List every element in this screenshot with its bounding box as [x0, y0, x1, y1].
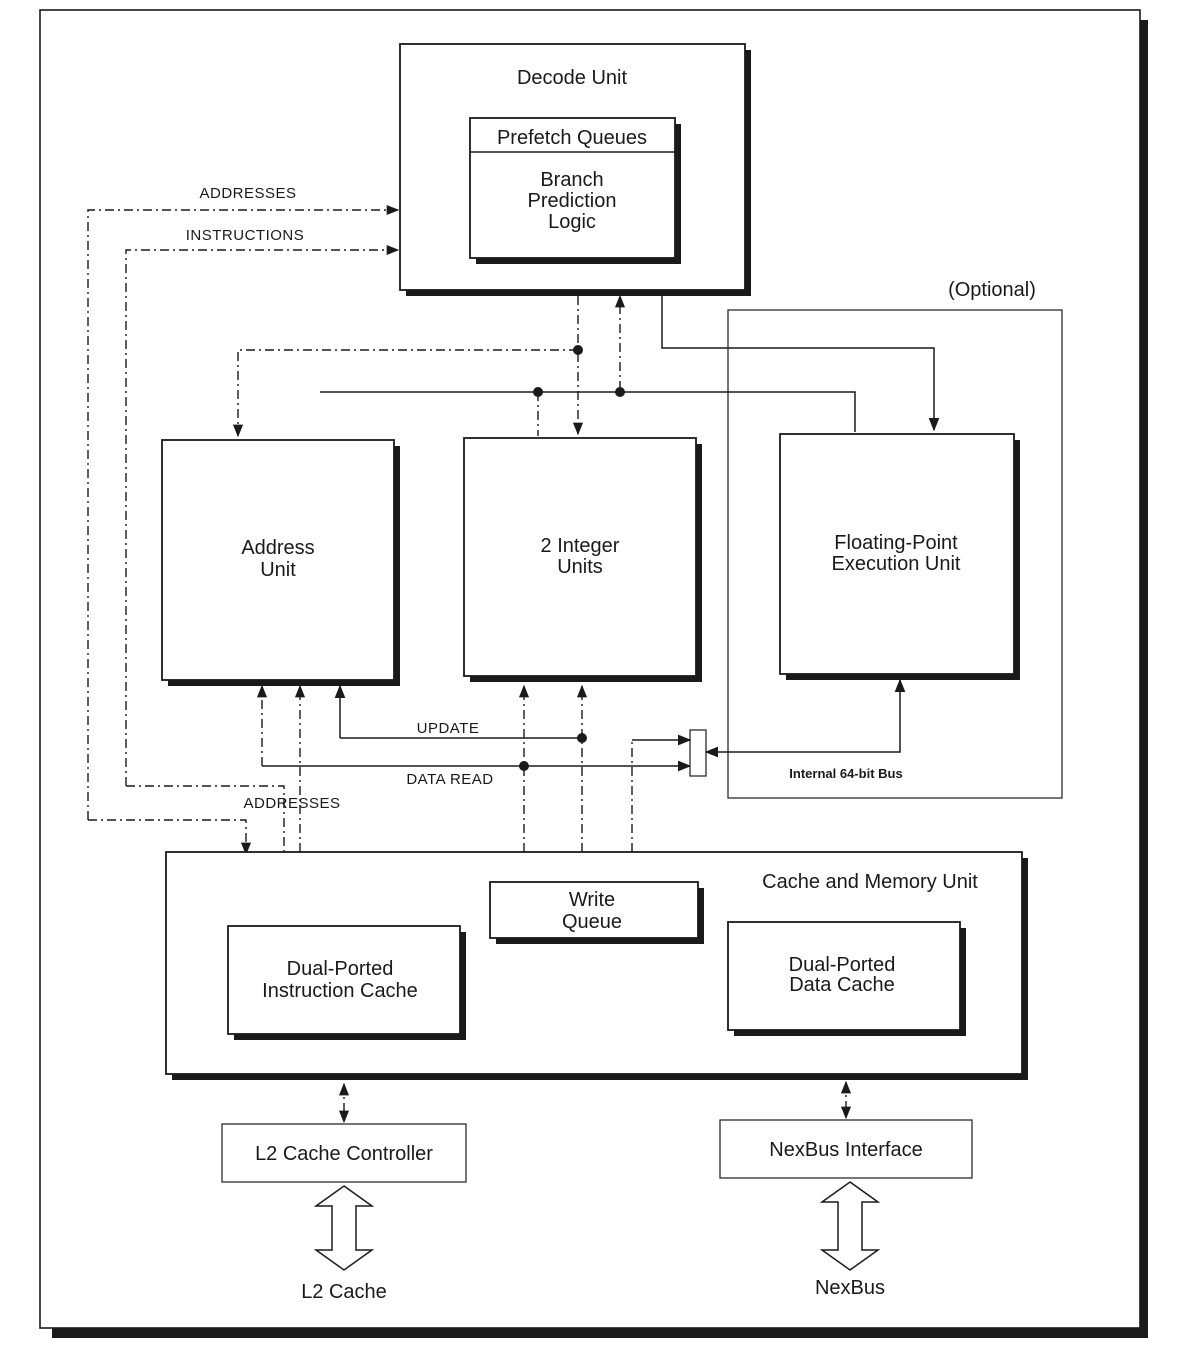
addresses-bus-top [87, 204, 400, 820]
branch-prediction-line1: Branch [540, 169, 603, 191]
write-queue-line2: Queue [562, 911, 622, 933]
internal-64bit-bus [704, 678, 906, 758]
instructions-bus-bottom [126, 785, 285, 854]
integer-units-box [463, 437, 697, 677]
instructions-label: INSTRUCTIONS [186, 227, 305, 244]
fpu-line1: Floating-Point [834, 532, 958, 554]
optional-label: (Optional) [948, 279, 1036, 301]
address-unit-line1: Address [241, 537, 314, 559]
data-cache-box [727, 921, 961, 1031]
l2-cache-label: L2 Cache [301, 1281, 387, 1303]
write-queue-box [489, 881, 699, 939]
address-unit-box [161, 439, 395, 681]
address-unit-line2: Unit [260, 559, 296, 581]
prefetch-queues-label: Prefetch Queues [497, 127, 647, 149]
fpu-line2: Execution Unit [832, 553, 961, 575]
cache-memory-title: Cache and Memory Unit [762, 871, 978, 893]
nexbus-interface-label: NexBus Interface [769, 1139, 922, 1161]
branch-prediction-box [469, 117, 676, 259]
internal-bus-label: Internal 64-bit Bus [789, 766, 902, 781]
l2-cache-controller-label: L2 Cache Controller [255, 1143, 433, 1165]
l2-cache-controller-box [221, 1123, 467, 1183]
nexbus-interface-box [719, 1119, 973, 1179]
addresses-bus-bottom [88, 819, 252, 856]
update-label: UPDATE [417, 720, 480, 737]
addresses-top-label: ADDRESSES [199, 185, 296, 202]
addresses-bottom-label: ADDRESSES [243, 795, 340, 812]
data-cache-line1: Dual-Ported [789, 954, 896, 976]
instructions-bus [125, 244, 400, 786]
nexbus-label: NexBus [815, 1277, 885, 1299]
l2-cache-wide-arrow [313, 1185, 375, 1271]
instruction-cache-line2: Instruction Cache [262, 980, 418, 1002]
integer-units-line2: Units [557, 556, 603, 578]
data-read-label: DATA READ [406, 771, 493, 788]
write-queue-line1: Write [569, 889, 615, 911]
result-bus [320, 391, 856, 432]
nexbus-wide-arrow [819, 1181, 881, 1271]
data-cache-line2: Data Cache [789, 974, 895, 996]
branch-prediction-line3: Logic [548, 211, 596, 233]
branch-prediction-line2: Prediction [528, 190, 617, 212]
integer-units-line1: 2 Integer [541, 535, 620, 557]
instruction-cache-box [227, 925, 461, 1035]
decode-to-fpu-bus [661, 296, 940, 432]
decode-unit-title: Decode Unit [517, 67, 628, 89]
fpu-box [779, 433, 1015, 675]
instruction-cache-line1: Dual-Ported [287, 958, 394, 980]
bus-mux [689, 729, 707, 777]
